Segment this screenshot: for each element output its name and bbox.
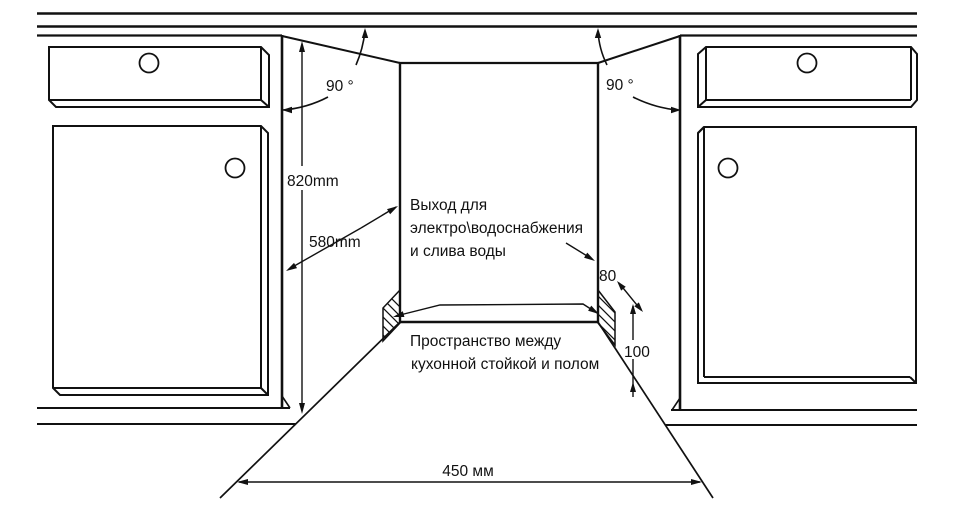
right-door-front	[697, 126, 917, 384]
plinth-depth-label: 80	[599, 268, 617, 285]
dimension-lines	[239, 45, 700, 483]
countertop-lines	[37, 12, 917, 37]
niche-height-label: 820mm	[287, 173, 339, 190]
angle-left-label: 90 °	[326, 78, 354, 95]
right-door-knob	[717, 157, 739, 179]
outlet-label-line1: Выход для	[410, 197, 487, 214]
outlet-label-line3: и слива воды	[410, 243, 506, 260]
left-drawer-knob	[138, 52, 160, 74]
floor-lines	[219, 321, 714, 499]
outlet-label-line2: электро\водоснабжения	[410, 220, 583, 237]
arrowheads	[237, 28, 702, 485]
right-cabinet	[665, 46, 918, 426]
left-plinth-section	[382, 288, 401, 343]
cabinet-side-panels	[280, 35, 682, 410]
right-drawer-front	[697, 46, 918, 108]
gap-label-line1: Пространство между	[410, 333, 561, 350]
dim-580-leader-front	[288, 227, 362, 270]
gap-label-line2: кухонной стойкой и полом	[411, 356, 599, 373]
niche-width-label: 450 мм	[442, 463, 493, 480]
right-kick-notch	[671, 395, 681, 411]
niche-outline	[281, 35, 681, 324]
angle-right-label: 90 °	[606, 77, 634, 94]
left-door-knob	[224, 157, 246, 179]
gap-leader	[395, 303, 598, 317]
right-plinth-section	[597, 287, 616, 348]
right-drawer-knob	[796, 52, 818, 74]
plinth-height-label: 100	[624, 344, 650, 361]
left-kick-notch	[281, 393, 291, 409]
left-cabinet	[37, 46, 296, 425]
text-labels: 90 ° 90 ° 820mm 580mm Выход для электро\…	[287, 77, 650, 480]
niche-depth-label: 580mm	[309, 234, 361, 251]
left-drawer-front	[48, 46, 270, 108]
left-door-front	[52, 125, 269, 396]
angle-arcs	[282, 30, 679, 111]
